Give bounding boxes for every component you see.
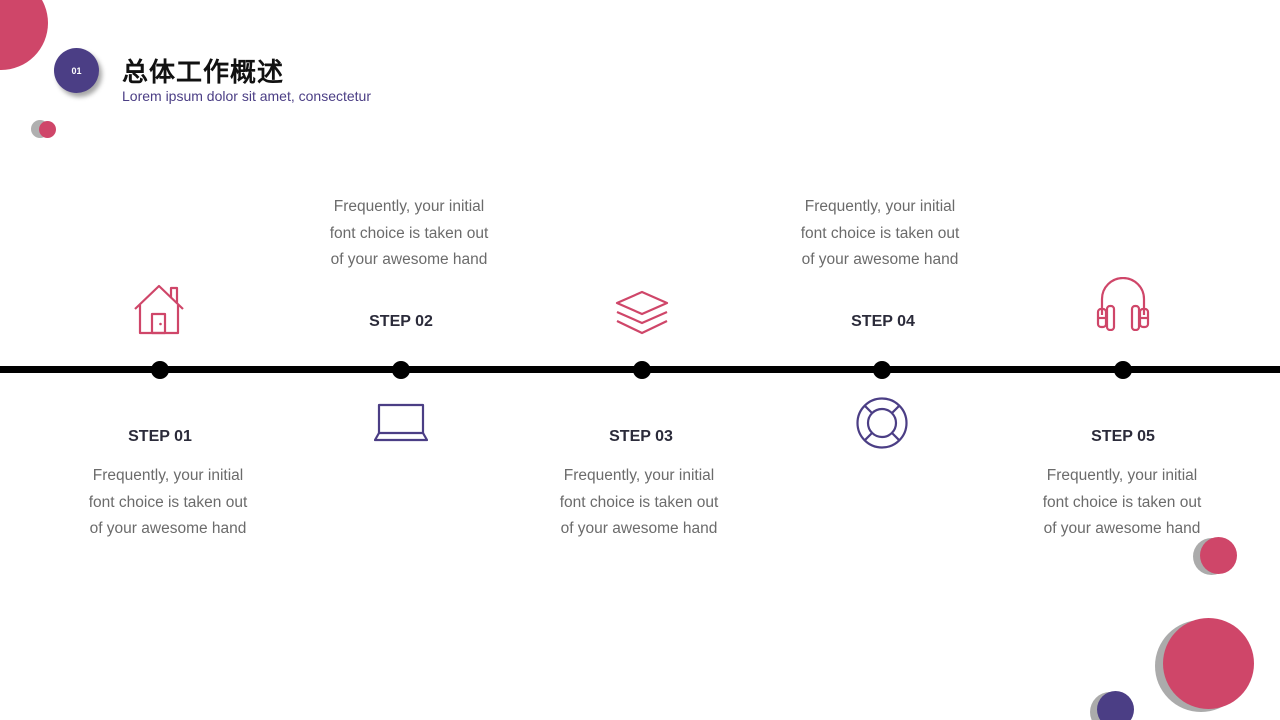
timeline-dot-2 — [392, 361, 410, 379]
step-desc-5-line-1: Frequently, your initial — [1046, 467, 1198, 484]
timeline-dot-4 — [873, 361, 891, 379]
decor-circle-small-pink — [39, 121, 56, 138]
layers-icon — [615, 290, 669, 335]
step-desc-4-line-2: font choice is taken out — [800, 224, 960, 242]
step-desc-4-line-3: of your awesome hand — [801, 251, 959, 268]
step-label-5: STEP 05 — [1091, 428, 1155, 445]
timeline-dot-1 — [151, 361, 169, 379]
step-label-2: STEP 02 — [369, 313, 433, 330]
step-desc-1-line-3: of your awesome hand — [89, 520, 247, 537]
step-desc-5-line-2: font choice is taken out — [1042, 493, 1202, 511]
step-label-3: STEP 03 — [609, 428, 673, 445]
step-desc-1-line-2: font choice is taken out — [88, 493, 248, 511]
step-desc-5-line-3: of your awesome hand — [1043, 520, 1201, 537]
page-title: 总体工作概述 — [122, 58, 285, 88]
decor-circle-bottom-purple — [1097, 691, 1134, 720]
step-desc-2-line-2: font choice is taken out — [329, 224, 489, 242]
step-desc-1: Frequently, your initial font choice is … — [68, 463, 268, 543]
step-desc-3: Frequently, your initial font choice is … — [539, 463, 739, 543]
step-desc-5: Frequently, your initial font choice is … — [1022, 463, 1222, 543]
step-desc-4-line-1: Frequently, your initial — [804, 198, 956, 215]
laptop-icon — [374, 403, 428, 442]
house-icon — [134, 284, 184, 335]
step-desc-4: Frequently, your initial font choice is … — [780, 194, 980, 274]
decor-circle-top-left — [0, 0, 48, 70]
page-subtitle: Lorem ipsum dolor sit amet, consectetur — [122, 88, 371, 104]
timeline-dot-5 — [1114, 361, 1132, 379]
step-desc-1-line-1: Frequently, your initial — [92, 467, 244, 484]
section-number-badge: 01 — [54, 48, 99, 93]
decor-circle-mid-pink — [1200, 537, 1237, 574]
step-desc-2: Frequently, your initial font choice is … — [309, 194, 509, 274]
timeline-dot-3 — [633, 361, 651, 379]
step-desc-3-line-3: of your awesome hand — [560, 520, 718, 537]
headphones-icon — [1096, 277, 1150, 331]
step-desc-3-line-1: Frequently, your initial — [563, 467, 715, 484]
step-desc-2-line-1: Frequently, your initial — [333, 198, 485, 215]
step-desc-3-line-2: font choice is taken out — [559, 493, 719, 511]
step-desc-2-line-3: of your awesome hand — [330, 251, 488, 268]
step-label-1: STEP 01 — [128, 428, 192, 445]
lifebuoy-icon — [856, 397, 908, 449]
step-label-4: STEP 04 — [851, 313, 915, 330]
decor-circle-big-pink — [1163, 618, 1254, 709]
